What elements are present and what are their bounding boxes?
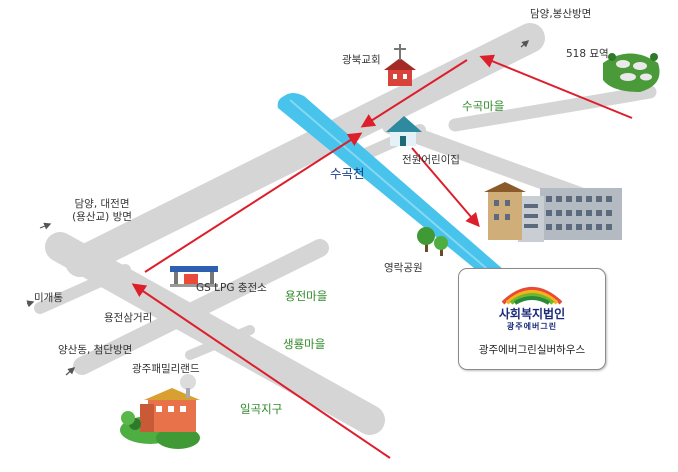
label-saengryong-village: 생룡마을 (283, 337, 326, 351)
label-ilgok-district: 일곡지구 (240, 402, 283, 416)
evergreen-logo-icon (501, 287, 563, 305)
label-518-cemetery: 518 묘역 (566, 48, 609, 60)
label-damyang-daejeon-line2: (용산교) 방면 (72, 210, 132, 223)
arrow-miga (26, 300, 35, 308)
label-church: 광북교회 (342, 54, 381, 66)
label-sugok-village: 수곡마을 (462, 99, 505, 113)
church-icon (384, 44, 416, 86)
label-sugok-stream: 수곡천 (330, 166, 365, 181)
side-road-left (34, 264, 131, 314)
route-arrow-from-518 (479, 54, 633, 119)
road-to-reservoir-area (448, 85, 657, 132)
label-damyang-daejeon: 담양, 대전면 (용산교) 방면 (52, 198, 152, 223)
cemetery-518-icon (603, 53, 660, 92)
route-arrows (131, 54, 633, 459)
route-arrow-from-ilgok (131, 283, 391, 459)
family-land-icon (120, 374, 200, 449)
gs-lpg-station-icon (170, 266, 218, 287)
destination-name: 광주에버그린실버하우스 (478, 344, 586, 356)
label-yangsan: 양산동, 첨단방면 (58, 344, 133, 356)
label-yeongrak-park: 영락공원 (384, 262, 423, 274)
logo-line-1: 사회복지법인 (498, 307, 566, 321)
logo-line-2: 광주에버그린 (506, 322, 558, 331)
label-yongjeon-junction: 용전삼거리 (104, 312, 153, 324)
label-miga: 미개통 (34, 292, 63, 304)
route-arrow-to-junction (144, 132, 363, 273)
route-arrow-to-destination (411, 147, 480, 228)
direction-arrows (26, 40, 530, 376)
lower-road (73, 239, 329, 375)
label-family-land: 광주패밀리랜드 (132, 363, 200, 375)
label-gs-lpg: GS LPG 충전소 (196, 282, 267, 294)
upper-connector (382, 118, 588, 203)
arrow-damyang-daejeon (39, 222, 52, 230)
evergreen-silver-house-building (484, 182, 622, 242)
roads (34, 23, 657, 435)
label-damyang-bongsan: 담양,봉산방면 (530, 8, 592, 20)
destination-callout: 사회복지법인 광주에버그린 광주에버그린실버하우스 (458, 268, 606, 370)
yeongrak-park-icon (417, 227, 448, 256)
label-nursery: 전원어린이집 (402, 154, 460, 166)
route-arrow-main-upper (360, 59, 468, 128)
main-road (65, 23, 545, 277)
label-yongjeon-village: 용전마을 (285, 289, 328, 303)
nursery-icon (386, 116, 422, 146)
arrow-yangsan (65, 367, 76, 376)
arrow-damyang-bongsan (520, 40, 530, 48)
label-damyang-daejeon-line1: 담양, 대전면 (74, 198, 130, 210)
